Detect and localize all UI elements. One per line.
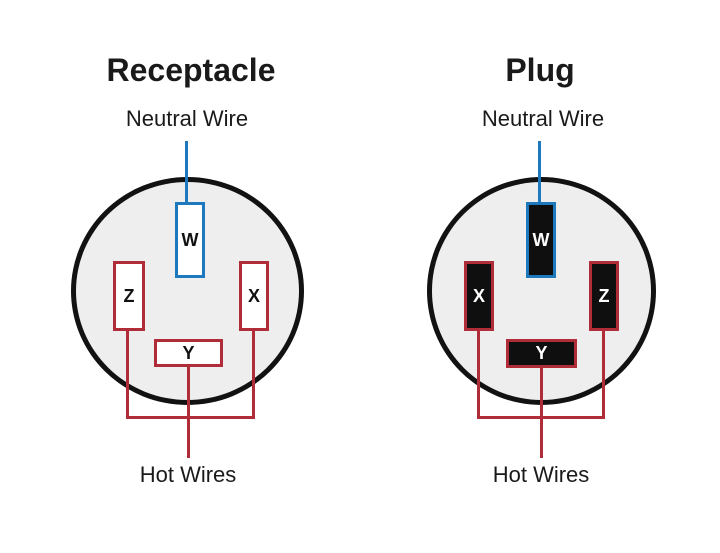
plug-prong-z: Z [589,261,619,331]
receptacle-terminal-y: Y [154,339,223,367]
receptacle-hot-wire-bracket [126,416,255,419]
receptacle-terminal-x: X [239,261,269,331]
receptacle-hot-wires-label: Hot Wires [139,462,237,487]
plug-hot-wire-z-line [602,331,605,419]
receptacle-title: Receptacle [106,52,276,88]
plug-prong-w: W [526,202,556,278]
receptacle-hot-wire-x-line [252,331,255,419]
plug-prong-x: X [464,261,494,331]
receptacle-terminal-z: Z [113,261,145,331]
plug-neutral-wire-line [538,141,541,205]
plug-diagram: Plug Neutral Wire W X Z Y Hot Wires [360,0,720,553]
plug-neutral-wire-label: Neutral Wire [481,106,605,131]
receptacle-hot-wire-y-line [187,367,190,458]
receptacle-neutral-wire-label: Neutral Wire [125,106,249,131]
receptacle-diagram: Receptacle Neutral Wire W Z X Y Hot Wire… [71,52,304,487]
plug-hot-wires-label: Hot Wires [492,462,590,487]
plug-hot-wire-y-line [540,367,543,458]
plug-prong-y: Y [506,339,577,368]
plug-title: Plug [505,52,575,88]
receptacle-neutral-wire-line [185,141,188,205]
receptacle-hot-wire-z-line [126,331,129,419]
plug-hot-wire-x-line [477,331,480,419]
receptacle-terminal-w: W [175,202,205,278]
